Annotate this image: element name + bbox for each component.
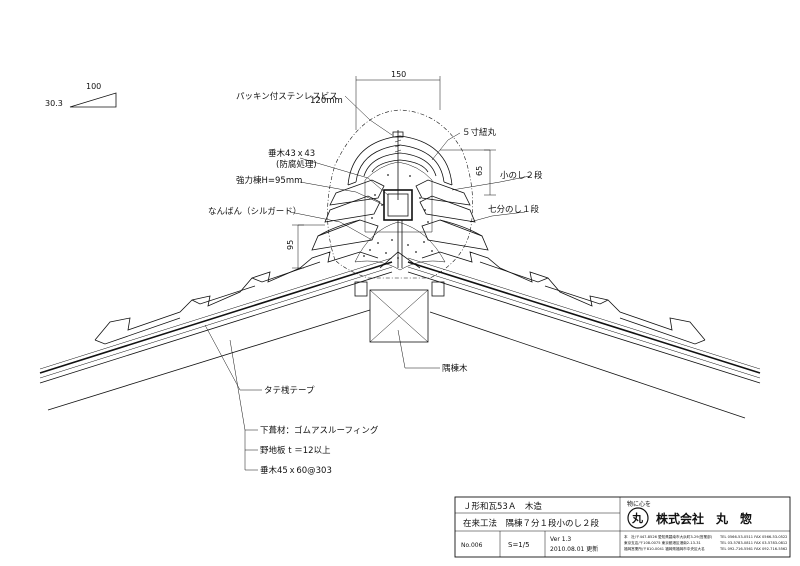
label-sheathing: 野地板 t ＝12以上: [260, 445, 331, 456]
title-version: Ver 1.3: [550, 536, 571, 543]
address-line-3: 福岡営業所/〒810-0041 福岡県福岡市中央区大名: [624, 546, 705, 551]
round-ridge-tile: [347, 135, 453, 186]
noshi-small-tiles: [324, 179, 476, 223]
label-rafter-small: 垂木43ｘ43: [268, 148, 315, 159]
leader-lines: [204, 95, 531, 471]
stainless-screw: [392, 130, 404, 200]
title-scale: S=1/5: [508, 541, 530, 549]
label-round-tile: ５寸紐丸: [462, 127, 497, 138]
logo-char: 丸: [631, 511, 644, 525]
title-block: Ｊ形和瓦53Ａ 木造 在来工法 隅棟７分１段小のし２段 No.006 S=1/5…: [454, 496, 791, 558]
label-underlay: 下葺材：ゴムアスルーフィング: [260, 425, 379, 436]
title-product: Ｊ形和瓦53Ａ 木造: [463, 501, 542, 512]
dimension-left-label: 95: [286, 240, 295, 250]
company-name: 株式会社 丸 惣: [656, 511, 752, 526]
title-drawing-no: No.006: [461, 542, 483, 549]
address-line-1: 本 社/〒447-8526 愛知県碧南市大浜町3-29(営業部): [624, 534, 713, 539]
label-rafter-large: 垂木45ｘ60@303: [260, 465, 332, 476]
dimension-lines: 150 65 95: [286, 70, 496, 269]
roof-deck: [39, 257, 761, 419]
roof-tiles: [94, 251, 706, 345]
slope-run-label: 100: [86, 82, 101, 91]
label-packing-screw: パッキン付ステンレスビス: [236, 91, 338, 102]
label-tate-tape: タテ桟テープ: [264, 385, 315, 396]
dimension-width-label: 150: [391, 70, 406, 79]
address-line-2: 東京支店/〒108-0075 東京都港区港南2-13-31: [624, 540, 701, 545]
label-noshi-seven: 七分のし１段: [488, 204, 540, 215]
slope-triangle: 100 30.3: [45, 82, 117, 108]
label-rafter-small-note: (防腐処理): [276, 159, 317, 170]
dimension-right-label: 65: [475, 166, 484, 176]
phone-line-2: TEL 03-5783-0811 FAX 03-5783-0812: [719, 541, 787, 545]
title-date: 2010.08.01 更新: [550, 545, 598, 553]
logo-motto: 物に心を: [627, 500, 651, 508]
label-hip-wood: 隅棟木: [442, 363, 468, 374]
company-logo-icon: [627, 507, 649, 529]
label-nanban: なんばん（シルガード）: [208, 206, 301, 217]
label-screw-length: 120mm: [310, 96, 343, 106]
annotation-labels: パッキン付ステンレスビス 120mm 垂木43ｘ43 (防腐処理) 強力棟H=9…: [208, 91, 543, 476]
title-method: 在来工法 隅棟７分１段小のし２段: [463, 518, 600, 529]
phone-line-3: TEL 092-716-5561 FAX 092-716-5562: [719, 547, 787, 551]
label-noshi-small: 小のし２段: [500, 170, 543, 181]
phone-line-1: TEL 0566-53-0511 FAX 0566-53-0522: [719, 535, 787, 539]
nanban-fill: [354, 161, 446, 271]
slope-rise-label: 30.3: [45, 99, 63, 108]
strong-ridge-bracket: [379, 189, 421, 269]
label-strong-ridge: 強力棟H=95mm: [236, 175, 302, 186]
hip-ridge-timber: [354, 281, 445, 343]
noshi-seven-tiles: [311, 219, 489, 251]
